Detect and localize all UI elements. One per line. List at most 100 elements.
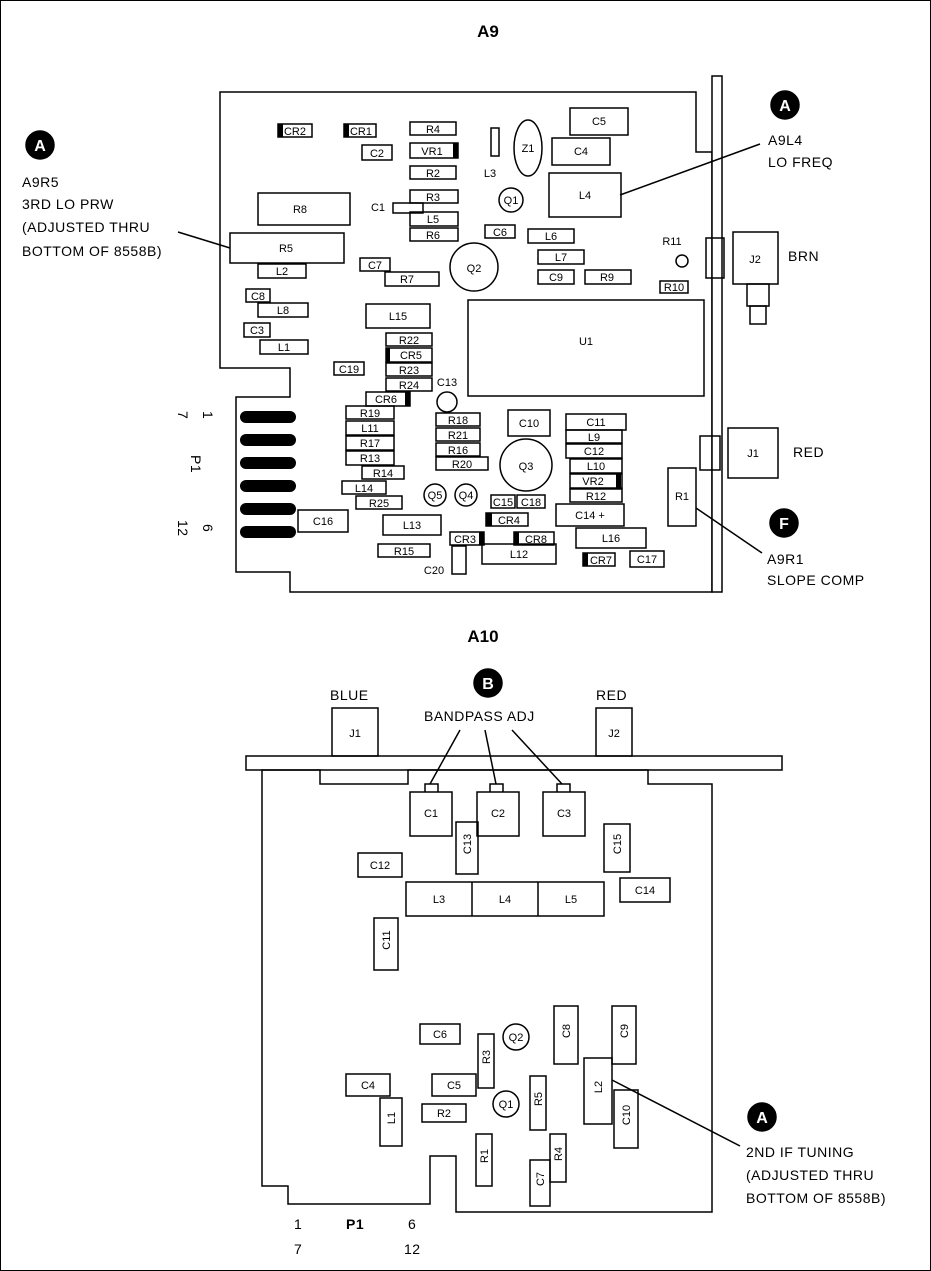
a10-label-c6: C6	[433, 1029, 447, 1041]
a9-pin-6: 6	[200, 524, 216, 532]
a9-label-c19: C19	[339, 364, 359, 376]
a9-label-r19: R19	[360, 408, 380, 420]
a9-label-vr2: VR2	[582, 476, 603, 488]
a9-front-panel	[711, 75, 723, 593]
a9-edge-connector	[240, 411, 296, 538]
a9-label-c5: C5	[592, 116, 606, 128]
a9-r8	[257, 192, 351, 226]
a9-label-cr1: CR1	[350, 126, 372, 138]
a9-c1	[392, 202, 424, 214]
a10-c10	[613, 1089, 639, 1149]
a9-label-r17: R17	[360, 438, 380, 450]
a9-r1-callout-line-2: SLOPE COMP	[767, 572, 865, 588]
a9-label-cr4: CR4	[498, 515, 520, 527]
a10-board-outline	[261, 769, 713, 1213]
a9-label-r15: R15	[394, 546, 414, 558]
a9-c3	[243, 322, 271, 338]
a9-label-c15: C15	[493, 497, 513, 509]
a10-r5	[529, 1075, 547, 1131]
a9-l4-callout-line-1: A9L4	[768, 132, 803, 148]
a10-label-c14: C14	[635, 885, 655, 897]
a10-label-j2: J2	[608, 728, 620, 740]
a10-j1	[331, 707, 379, 757]
a9-label-c2: C2	[370, 148, 384, 160]
a9-c5	[569, 107, 629, 136]
a10-label-r4: R4	[553, 1147, 565, 1161]
a9-label-q3: Q3	[519, 461, 534, 473]
a9-r18	[435, 412, 481, 427]
a9-l4-leader	[619, 143, 761, 196]
a9-board-outline	[219, 91, 713, 593]
a10-inductor-block	[405, 881, 605, 917]
a9-label-q2: Q2	[467, 263, 482, 275]
a10-label-l1: L1	[386, 1112, 398, 1124]
a10-p1-label: P1	[346, 1216, 364, 1232]
a9-r17	[345, 435, 395, 451]
a9-label-c1: C1	[371, 202, 385, 214]
a10-r3	[477, 1033, 495, 1089]
a9-label-r3: R3	[426, 192, 440, 204]
a9-r23	[385, 362, 433, 377]
a9-label-l6: L6	[545, 231, 557, 243]
a9-label-r21: R21	[448, 430, 468, 442]
a9-label-c7: C7	[368, 260, 382, 272]
a9-c9	[537, 269, 575, 285]
a10-j2-color: RED	[596, 687, 627, 703]
a9-label-c3: C3	[250, 325, 264, 337]
a9-label-l4: L4	[579, 190, 591, 202]
a9-l5	[409, 211, 459, 227]
a9-r7	[384, 271, 440, 287]
a10-c3	[542, 783, 586, 837]
a10-pin-1: 1	[294, 1216, 302, 1232]
a9-label-r10: R10	[664, 282, 684, 294]
a9-label-q5: Q5	[428, 490, 443, 502]
a10-c9	[611, 1005, 637, 1065]
a9-c13	[436, 391, 458, 413]
a9-label-c12: C12	[584, 446, 604, 458]
a9-l3	[490, 127, 500, 157]
a10-label-l4: L4	[499, 894, 511, 906]
a10-if-badge-letter: A	[756, 1110, 768, 1127]
a9-q5	[423, 483, 447, 507]
a10-label-l5: L5	[565, 894, 577, 906]
a9-label-cr2: CR2	[284, 126, 306, 138]
a9-r2	[409, 165, 457, 180]
a9-c10	[507, 409, 551, 437]
a9-label-r2: R2	[426, 168, 440, 180]
a9-label-l9: L9	[588, 432, 600, 444]
a10-j2	[595, 707, 633, 757]
a10-bandpass-badge-letter: B	[482, 676, 494, 693]
a9-label-r1: R1	[675, 491, 689, 503]
a10-r2	[421, 1103, 467, 1123]
a10-label-c1: C1	[424, 808, 438, 820]
a9-c8	[245, 288, 271, 303]
a9-r1-badge	[769, 508, 799, 538]
a9-l11	[345, 420, 395, 436]
a9-l4-badge-letter: A	[779, 98, 791, 115]
a10-label-j1: J1	[349, 728, 361, 740]
a9-label-r6: R6	[426, 230, 440, 242]
a9-label-c9: C9	[549, 272, 563, 284]
a9-label-c20: C20	[424, 565, 444, 577]
a9-l2	[257, 263, 307, 279]
a9-label-z1: Z1	[522, 143, 535, 155]
a10-if-callout-line-2: (ADJUSTED THRU	[746, 1167, 874, 1183]
a9-j1-connector	[699, 427, 779, 479]
a10-bandpass-callout: BANDPASS ADJ	[424, 708, 535, 724]
a9-r5-callout-line-2: 3RD LO PRW	[22, 196, 114, 212]
a10-label-c2: C2	[491, 808, 505, 820]
a10-c8	[553, 1005, 579, 1065]
a9-label-j1: J1	[747, 448, 759, 460]
a9-q2	[449, 242, 499, 292]
a9-r10	[659, 280, 689, 294]
a9-c14	[555, 503, 625, 527]
a10-c13	[455, 821, 479, 875]
a10-pin-12: 12	[404, 1241, 421, 1257]
a9-label-r20: R20	[452, 459, 472, 471]
a9-label-r13: R13	[360, 453, 380, 465]
a9-r21	[435, 427, 481, 442]
a10-c1	[409, 783, 453, 837]
a10-bp-leader-3	[511, 729, 563, 785]
a10-label-r1: R1	[479, 1149, 491, 1163]
